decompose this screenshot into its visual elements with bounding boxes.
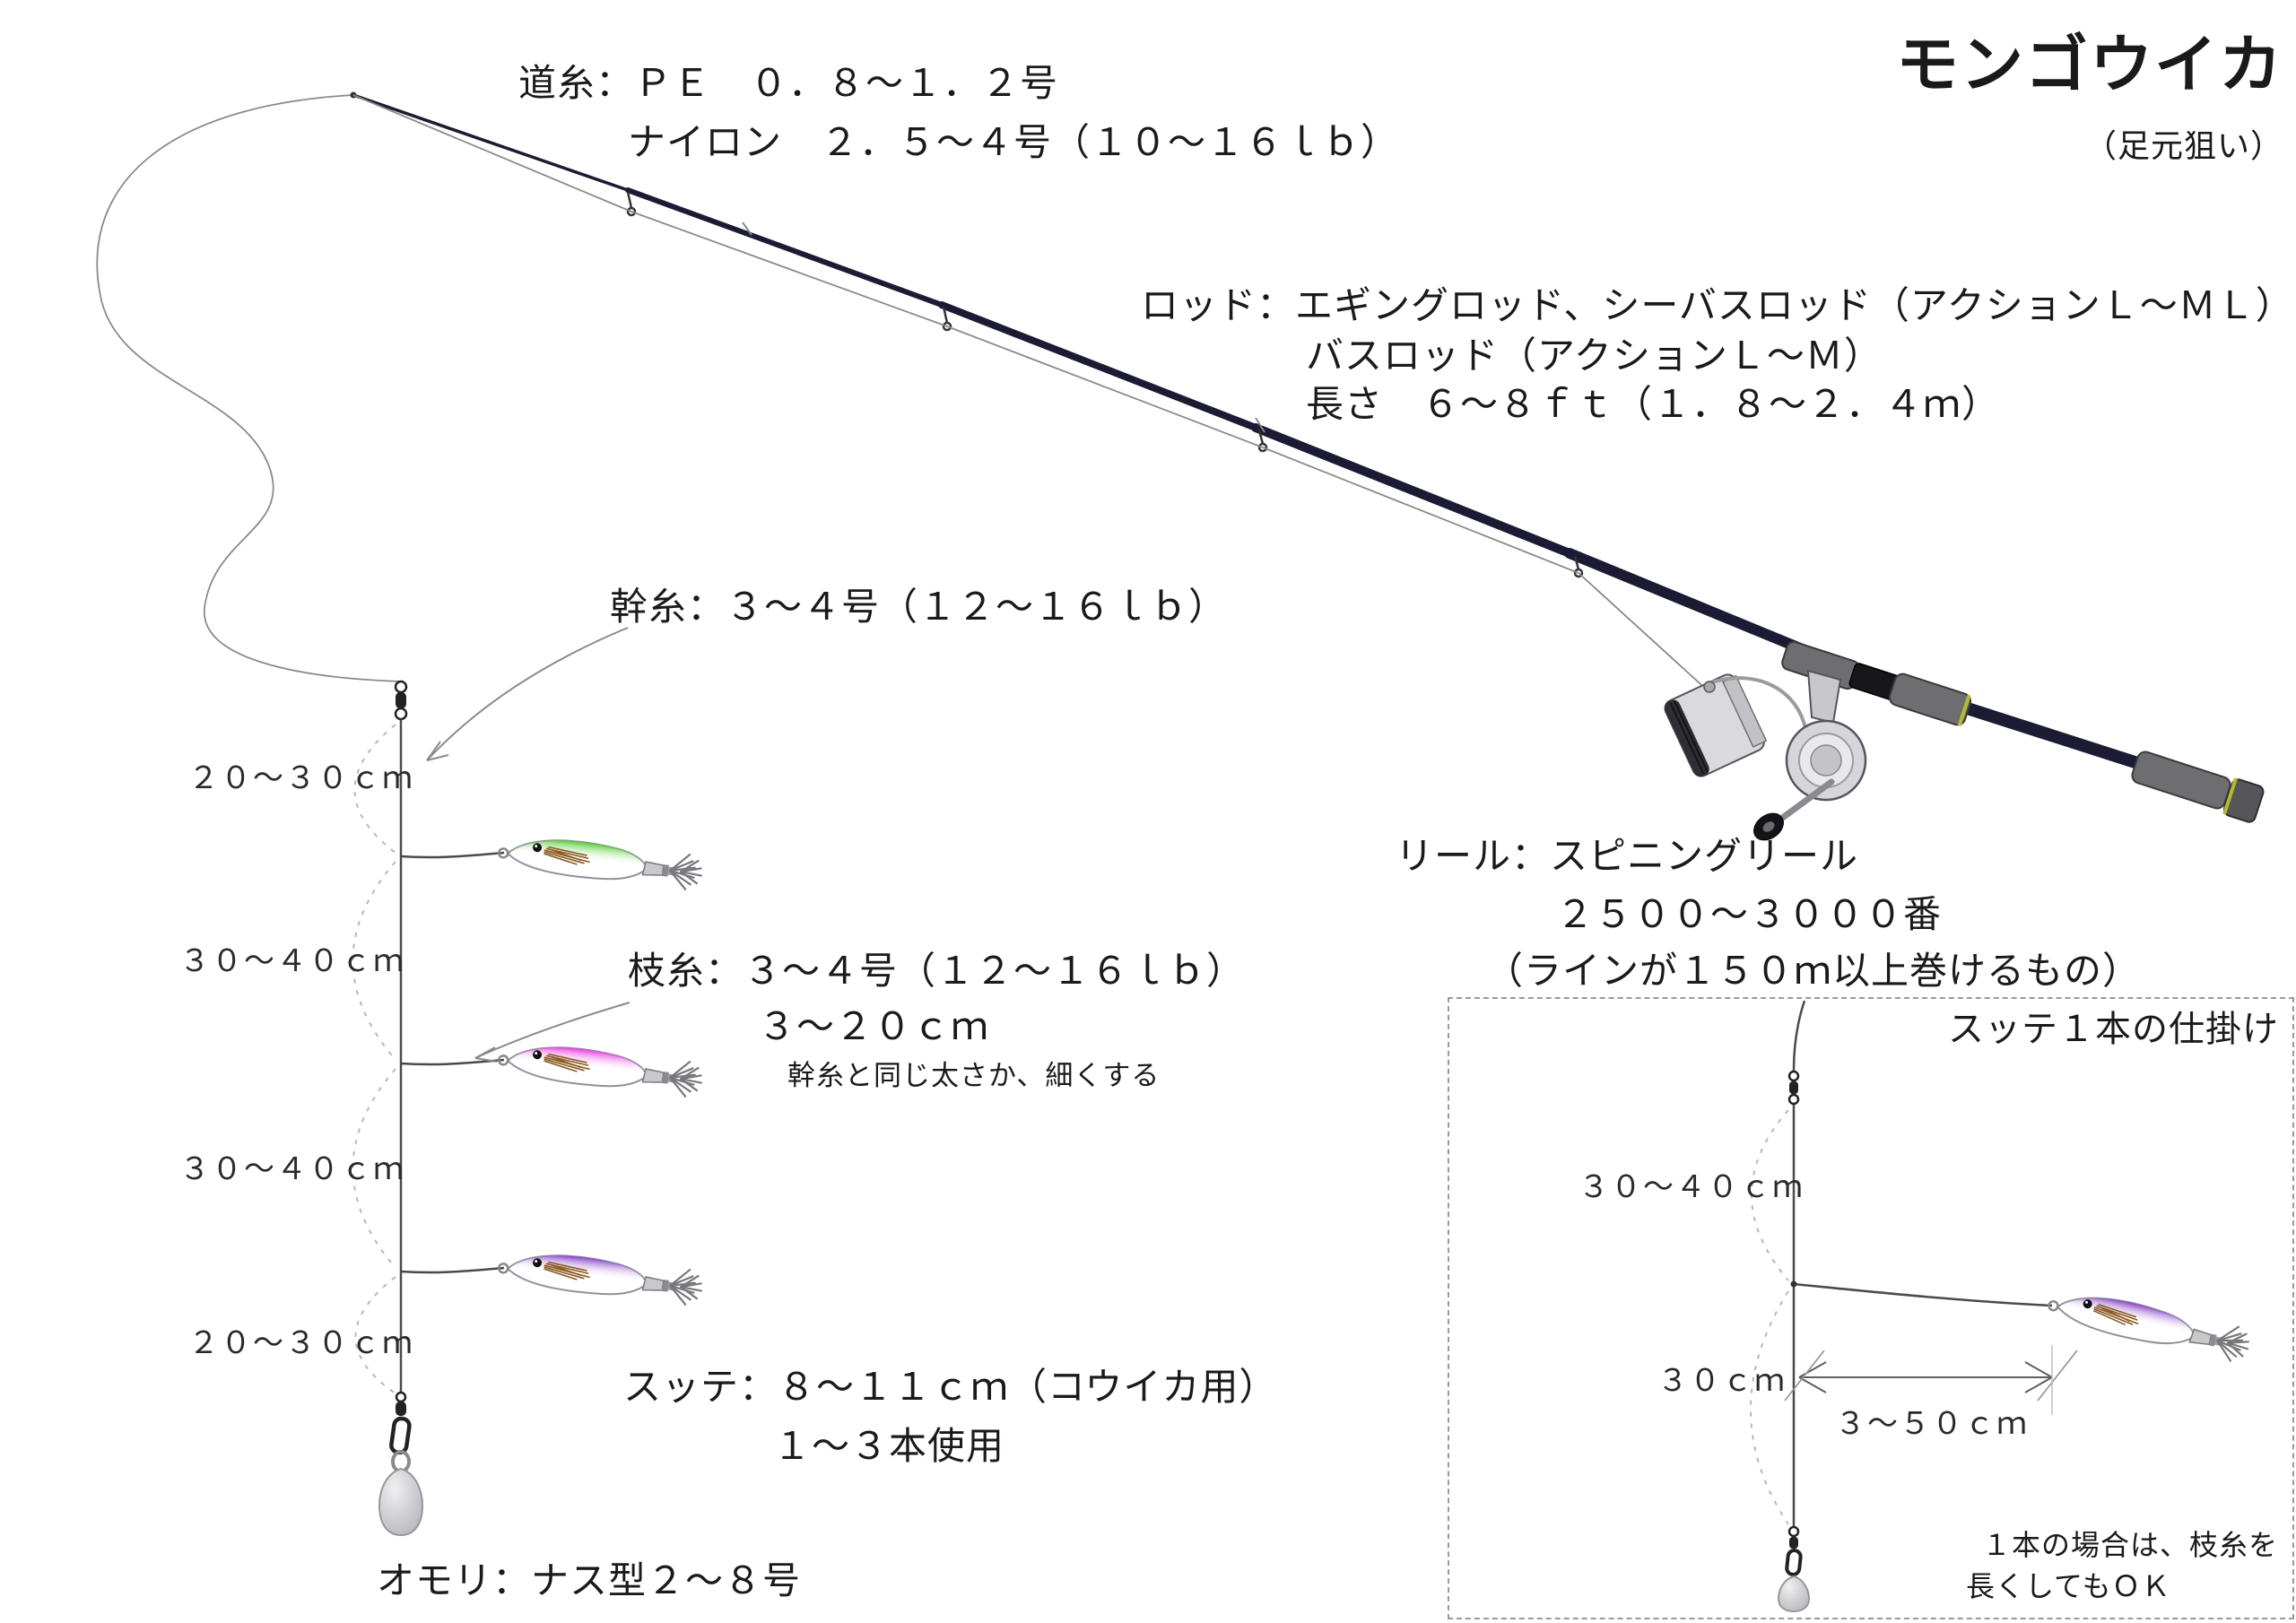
reel-spec-line1: リール：スピニングリール	[1396, 834, 1859, 878]
omori-spec: オモリ：ナス型２〜８号	[377, 1558, 802, 1602]
edaito-spec-line1: 枝糸：３〜４号（１２〜１６ｌｂ）	[628, 949, 1246, 993]
inset-rig	[1750, 1000, 2253, 1613]
rig-measure-4: ２０〜３０ｃｍ	[188, 1325, 414, 1361]
michiito-spec-line2: ナイロン ２．５〜４号（１０〜１６ｌｂ）	[628, 120, 1400, 164]
sutte-lure-pink	[496, 1040, 705, 1099]
inset-measure-arrow	[1784, 1345, 2078, 1415]
reel-spec-line3: （ラインが１５０ｍ以上巻けるもの）	[1485, 949, 2142, 993]
inset-title: スッテ１本の仕掛け	[1948, 1009, 2279, 1050]
rod-spec-line1: ロッド：エギングロッド、シーバスロッド（アクションＬ〜ＭＬ）	[1141, 283, 2294, 327]
sutte-spec-line2: １〜３本使用	[773, 1424, 1005, 1468]
rig-measure-2: ３０〜４０ｃｍ	[179, 943, 405, 979]
inset-branch-length: ３〜５０ｃｍ	[1835, 1406, 2029, 1442]
label-arrows	[426, 627, 631, 1063]
edaito-note: 幹糸と同じ太さか、細くする	[787, 1060, 1161, 1092]
main-rig	[352, 627, 705, 1537]
inset-bottom-snap-weight	[1777, 1525, 1811, 1613]
rig-measure-1: ２０〜３０ｃｍ	[188, 760, 414, 796]
weight-teardrop	[378, 1467, 424, 1537]
sutte-lure-green	[496, 833, 705, 892]
michiito-spec-line1: 道糸：ＰＥ ０．８〜１．２号	[518, 61, 1059, 105]
bottom-snap-weight	[378, 1391, 424, 1537]
rod-guides	[626, 191, 1584, 578]
inset-note-line2: 長くしてもＯＫ	[1966, 1569, 2171, 1603]
rod-spec-line3: 長さ ６〜８ｆｔ（１．８〜２．４ｍ）	[1306, 382, 2001, 426]
page-subtitle: （足元狙い）	[2083, 128, 2283, 165]
mikiito-spec: 幹糸：３〜４号（１２〜１６ｌｂ）	[610, 585, 1228, 629]
rod-illustration	[350, 91, 2265, 823]
rig-measure-3: ３０〜４０ｃｍ	[179, 1151, 405, 1187]
sutte-lure-purple	[496, 1248, 705, 1307]
inset-measure-2: ３０ｃｍ	[1657, 1363, 1787, 1399]
page-title: モンゴウイカ	[1896, 28, 2283, 101]
running-line	[352, 94, 1710, 693]
rod-spec-line2: バスロッド（アクションＬ〜Ｍ）	[1306, 334, 1883, 378]
inset-note-line1: １本の場合は、枝糸を	[1982, 1528, 2279, 1562]
top-swivel	[394, 680, 408, 721]
reel-illustration	[1664, 669, 1867, 841]
edaito-spec-line2: ３〜２０ｃｍ	[758, 1004, 990, 1048]
michiito-slack-line	[96, 94, 402, 682]
inset-measure-1: ３０〜４０ｃｍ	[1578, 1169, 1805, 1205]
sutte-spec-line1: スッテ：８〜１１ｃｍ（コウイカ用）	[623, 1365, 1278, 1409]
reel-spec-line2: ２５００〜３０００番	[1556, 892, 1943, 936]
branch-lines	[400, 851, 505, 1274]
inset-top-swivel	[1787, 1070, 1800, 1106]
length-arcs	[352, 724, 396, 1394]
